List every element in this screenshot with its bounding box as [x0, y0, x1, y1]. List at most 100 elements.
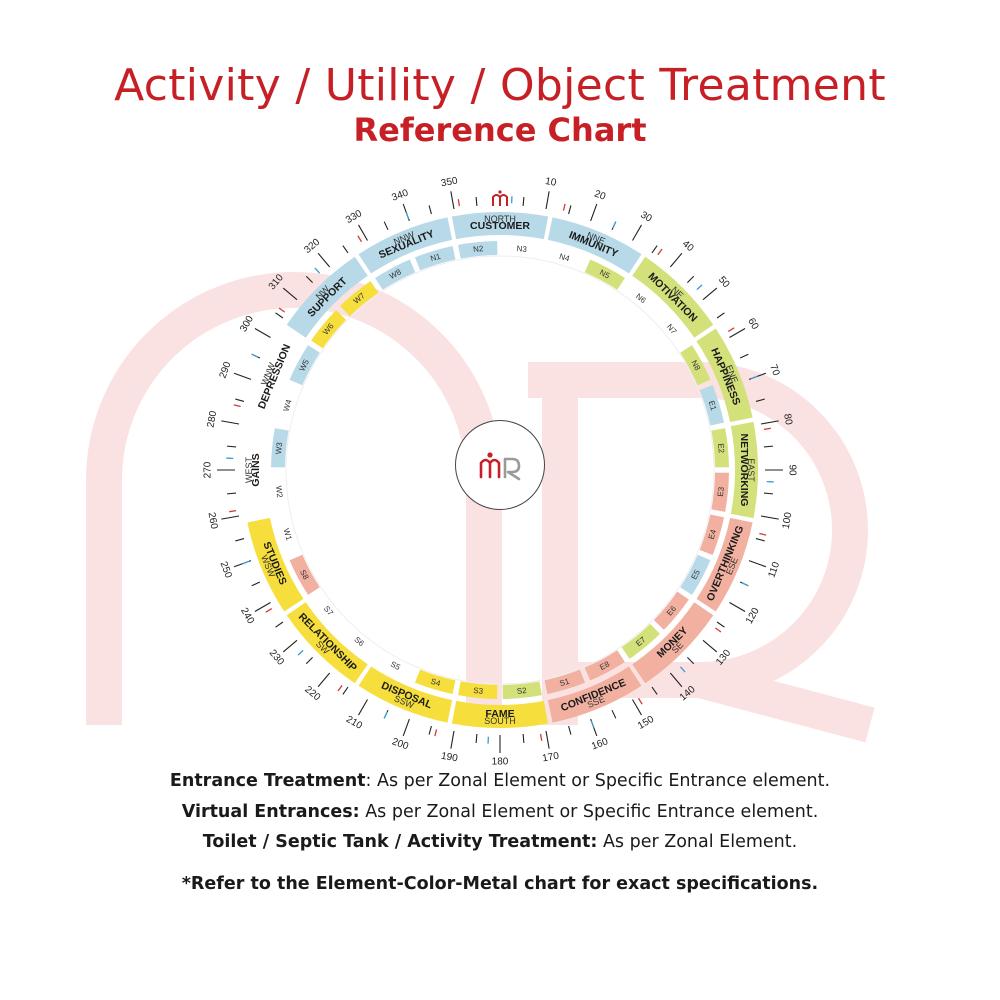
degree-label-80: 80	[781, 413, 794, 426]
degree-label-20: 20	[593, 189, 608, 203]
entrance-e1	[699, 384, 725, 426]
entrance-w5	[289, 345, 320, 386]
degree-label-40: 40	[680, 239, 696, 255]
degree-tick	[254, 328, 271, 338]
zone-gains	[241, 421, 270, 519]
degree-label-240: 240	[238, 606, 256, 626]
degree-tick	[317, 252, 331, 268]
degree-label-110: 110	[766, 560, 782, 579]
element-marker-tick	[229, 509, 237, 513]
entrance-label-e2: E2	[716, 443, 726, 454]
degree-label-290: 290	[218, 360, 234, 380]
page-title: Activity / Utility / Object Treatment	[114, 60, 886, 111]
degree-label-60: 60	[745, 316, 760, 332]
entrance-label-e1: E1	[707, 400, 719, 413]
entrance-w3	[271, 428, 289, 468]
degree-tick	[669, 252, 683, 268]
degree-tick	[235, 398, 245, 402]
entrance-s8	[289, 554, 320, 595]
degree-tick	[545, 730, 550, 749]
degree-tick	[402, 718, 410, 737]
degree-tick	[450, 730, 455, 749]
degree-tick	[317, 672, 331, 688]
entrance-w8	[375, 259, 416, 290]
zone-studies	[247, 517, 304, 612]
zone-overthinking	[696, 517, 753, 612]
degree-tick	[545, 191, 550, 210]
degree-tick	[226, 492, 237, 495]
entrance-w7	[340, 281, 379, 317]
degree-tick	[342, 245, 349, 254]
center-logo	[455, 420, 545, 510]
zone-networking	[730, 421, 759, 519]
degree-tick	[475, 733, 478, 744]
degree-tick	[522, 196, 525, 207]
degree-tick	[383, 221, 389, 231]
degree-tick	[716, 621, 725, 628]
entrance-label-e3: E3	[716, 486, 726, 497]
degree-tick	[282, 639, 298, 653]
direction-label-south: SOUTH	[484, 716, 516, 726]
degree-tick	[428, 205, 432, 215]
degree-tick	[305, 656, 314, 665]
degree-label-220: 220	[302, 684, 322, 703]
element-marker-tick	[696, 284, 703, 291]
degree-tick	[702, 639, 718, 653]
entrance-label-n6: N6	[634, 292, 648, 306]
element-marker-tick	[562, 203, 566, 211]
degree-tick	[669, 672, 683, 688]
direction-label-east: EAST	[746, 458, 756, 482]
zone-happiness	[696, 328, 753, 423]
zone-motivation	[632, 256, 714, 338]
degree-tick	[305, 275, 314, 284]
degree-tick	[254, 602, 271, 612]
element-marker-tick	[539, 733, 543, 741]
entrance-label-e8: E8	[598, 659, 611, 672]
entrance-label-s2: S2	[516, 686, 527, 696]
footnote: *Refer to the Element-Color-Metal chart …	[181, 874, 819, 894]
zone-label-fame: FAME	[485, 708, 514, 720]
degree-label-120: 120	[744, 606, 762, 626]
degree-tick	[233, 372, 252, 380]
degree-label-150: 150	[636, 714, 656, 732]
element-marker-tick	[763, 427, 771, 431]
entrance-label-s5: S5	[389, 660, 402, 673]
degree-tick	[235, 538, 245, 542]
entrance-treatment-note: Entrance Treatment: As per Zonal Element…	[0, 769, 1000, 793]
degree-tick	[702, 287, 718, 301]
entrance-label-n2: N2	[473, 244, 485, 254]
entrance-label-n8: N8	[689, 359, 702, 373]
element-marker-tick	[337, 684, 343, 692]
element-marker-tick	[314, 267, 321, 274]
degree-tick	[226, 445, 237, 448]
entrance-label-s1: S1	[558, 677, 571, 689]
degree-tick	[568, 725, 572, 735]
entrance-label-n1: N1	[429, 252, 442, 264]
direction-label-north: NORTH	[484, 214, 516, 224]
entrance-w6	[311, 310, 347, 349]
element-marker-tick	[242, 560, 250, 565]
entrance-treatment-label: Entrance Treatment	[169, 771, 366, 791]
degree-label-350: 350	[440, 175, 459, 189]
zone-disposal	[358, 666, 453, 723]
degree-tick	[590, 203, 598, 222]
entrance-e3	[711, 472, 729, 512]
zone-customer	[451, 211, 549, 240]
zone-ring	[241, 211, 759, 728]
degree-tick	[748, 560, 767, 568]
element-marker-tick	[637, 697, 643, 705]
element-marker-tick	[727, 327, 735, 333]
entrance-s3	[458, 681, 498, 699]
entrance-e4	[699, 514, 725, 556]
degree-label-330: 330	[344, 208, 364, 226]
degree-label-30: 30	[638, 210, 654, 225]
virtual-entrances-label: Virtual Entrances:	[181, 802, 360, 822]
entrance-n1	[414, 245, 456, 271]
degree-label-180: 180	[492, 757, 509, 768]
degree-tick	[686, 275, 695, 284]
degree-tick	[282, 287, 298, 301]
entrance-label-w4: W4	[282, 398, 294, 413]
degree-tick	[651, 245, 658, 254]
